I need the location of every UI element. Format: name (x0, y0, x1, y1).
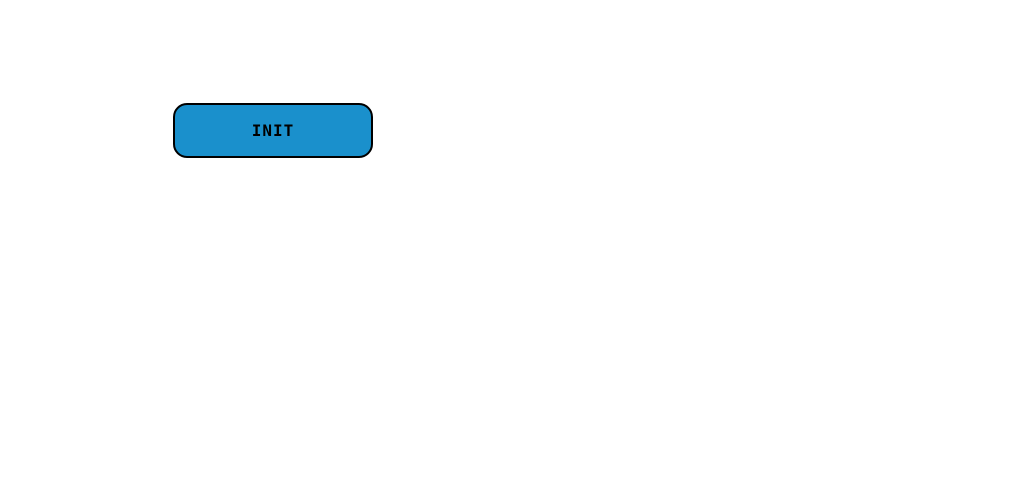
state-node-init[interactable]: INIT (173, 103, 373, 158)
state-node-label: INIT (251, 121, 295, 140)
